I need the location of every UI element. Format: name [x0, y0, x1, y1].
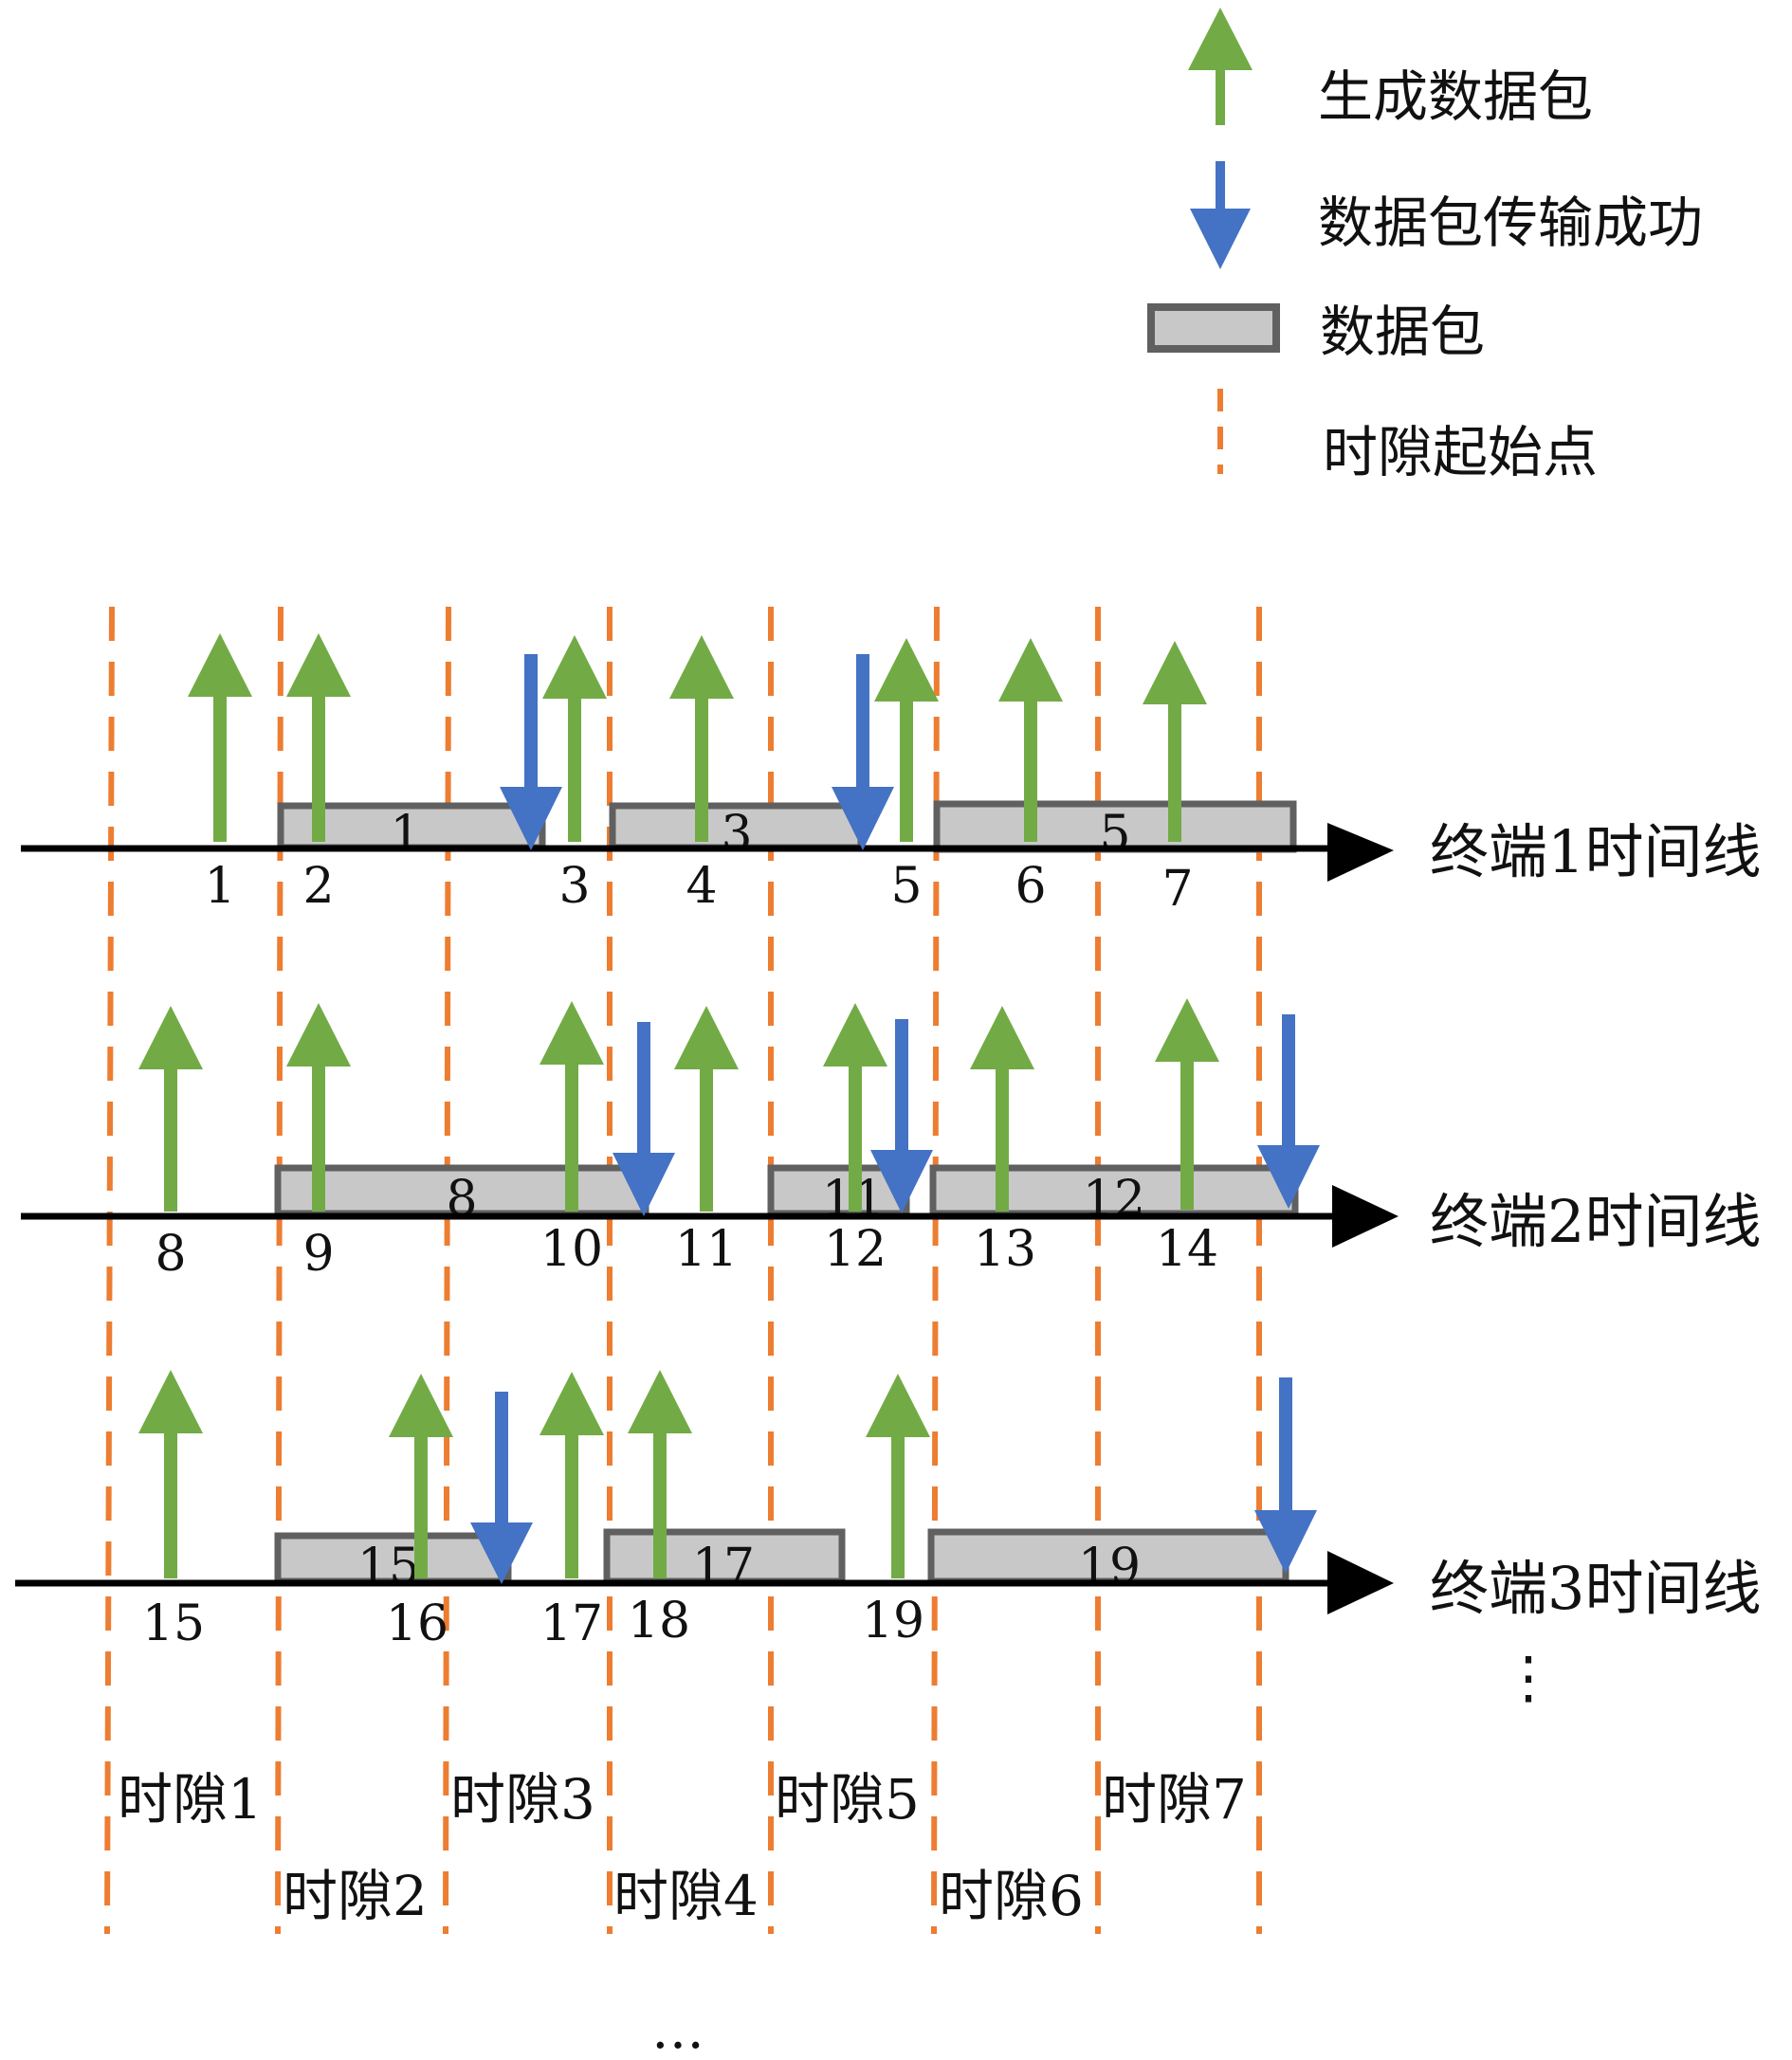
generate-arrow-icon — [138, 1006, 203, 1212]
generate-number: 9 — [302, 1226, 334, 1283]
legend-generate-icon — [1188, 8, 1253, 125]
more-timelines-ellipsis: ⋮ — [1500, 1645, 1557, 1711]
success-arrows-2 — [613, 1014, 1320, 1216]
success-arrow-icon — [1257, 1014, 1320, 1209]
packet-box — [929, 1164, 1299, 1217]
timeline-1-label: 终端1时间线 — [1430, 817, 1761, 886]
gen-arrows-3 — [138, 1370, 930, 1578]
packet-label: 17 — [692, 1539, 755, 1595]
legend-success-label: 数据包传输成功 — [1318, 191, 1703, 255]
success-arrow-icon — [613, 1022, 675, 1216]
generate-number: 4 — [686, 858, 717, 915]
packet-label: 19 — [1078, 1539, 1141, 1595]
success-arrow-icon — [500, 654, 562, 850]
timeline-2-label: 终端2时间线 — [1430, 1187, 1761, 1256]
gen-arrows-2 — [138, 998, 1219, 1212]
packet-box — [274, 1164, 649, 1217]
generate-number: 8 — [155, 1226, 186, 1283]
success-arrows-1 — [500, 654, 894, 850]
timeline-3: 15 17 19 15 16 17 18 19 终端3时间线 — [15, 1370, 1761, 1652]
legend-generate-label: 生成数据包 — [1318, 64, 1593, 129]
axis-3 — [15, 1551, 1394, 1614]
slot-label: 时隙7 — [1102, 1767, 1247, 1832]
legend-packet-icon — [1147, 303, 1280, 353]
generate-arrow-icon — [542, 635, 607, 842]
timeline-2: 8 11 12 8 9 10 11 12 13 — [21, 998, 1761, 1283]
packet-label: 15 — [357, 1539, 420, 1595]
gen-labels-2: 8 9 10 11 12 13 14 — [155, 1221, 1218, 1283]
generate-number: 13 — [974, 1221, 1036, 1278]
gen-arrows-1 — [188, 633, 1207, 842]
generate-arrow-icon — [998, 638, 1063, 842]
slot-label: 时隙3 — [450, 1767, 595, 1832]
generate-number: 3 — [558, 858, 590, 915]
generate-arrow-icon — [539, 1001, 604, 1212]
generate-arrow-icon — [970, 1006, 1034, 1212]
generate-number: 2 — [302, 858, 334, 915]
generate-arrow-icon — [866, 1374, 930, 1578]
gen-labels-3: 15 16 17 18 19 — [142, 1593, 924, 1652]
slot-label: 时隙1 — [118, 1767, 263, 1832]
success-arrow-icon — [470, 1392, 533, 1584]
generate-number: 15 — [142, 1595, 205, 1652]
generate-arrow-icon — [389, 1374, 453, 1578]
legend: 生成数据包 数据包传输成功 数据包 时隙起始点 — [1147, 8, 1703, 484]
slot-label: 时隙2 — [283, 1864, 428, 1928]
generate-arrow-icon — [628, 1370, 692, 1578]
axis-2 — [21, 1185, 1399, 1248]
legend-packet-label: 数据包 — [1320, 300, 1485, 364]
generate-number: 1 — [204, 858, 235, 915]
legend-slot-label: 时隙起始点 — [1323, 420, 1598, 484]
timeline-3-label: 终端3时间线 — [1430, 1554, 1761, 1623]
legend-success-icon — [1190, 161, 1251, 269]
generate-number: 10 — [540, 1221, 603, 1278]
slot-line-1 — [104, 606, 115, 1935]
generate-number: 12 — [824, 1221, 887, 1278]
packets-1: 1 3 5 — [277, 800, 1297, 863]
slot-label: 时隙4 — [613, 1864, 759, 1928]
generate-number: 6 — [1015, 858, 1046, 915]
packet-box — [603, 1528, 846, 1585]
generate-number: 17 — [540, 1595, 603, 1652]
axis-1 — [21, 823, 1394, 882]
generate-arrow-icon — [669, 635, 734, 842]
packet-label: 5 — [1099, 806, 1130, 863]
generate-arrow-icon — [1155, 998, 1219, 1210]
generate-arrow-icon — [823, 1003, 887, 1212]
generate-number: 5 — [890, 858, 922, 915]
generate-arrow-icon — [539, 1372, 604, 1578]
generate-arrow-icon — [138, 1370, 203, 1578]
generate-arrow-icon — [674, 1006, 739, 1212]
generate-number: 7 — [1161, 861, 1193, 918]
generate-number: 16 — [386, 1595, 448, 1652]
generate-arrow-icon — [874, 638, 939, 842]
success-arrow-icon — [870, 1019, 933, 1213]
generate-number: 11 — [675, 1221, 738, 1278]
success-arrow-icon — [832, 654, 894, 850]
packet-label: 3 — [721, 806, 752, 863]
generate-arrow-icon — [286, 633, 351, 842]
generate-arrow-icon — [286, 1003, 351, 1212]
slot-label: 时隙6 — [939, 1864, 1084, 1928]
slot-label: 时隙5 — [775, 1767, 920, 1832]
success-arrows-3 — [470, 1377, 1317, 1584]
slot-labels: 时隙1 时隙2 时隙3 时隙4 时隙5 时隙6 时隙7 — [118, 1767, 1247, 1928]
more-slots-ellipsis: … — [651, 1999, 704, 2060]
generate-arrow-icon — [1143, 641, 1207, 842]
generate-arrow-icon — [188, 633, 252, 842]
generate-number: 19 — [862, 1593, 924, 1650]
generate-number: 14 — [1156, 1221, 1218, 1278]
packet-label: 1 — [390, 806, 421, 863]
generate-number: 18 — [628, 1593, 690, 1650]
success-arrow-icon — [1254, 1377, 1317, 1574]
gen-labels-1: 1 2 3 4 5 6 7 — [204, 858, 1193, 918]
timeline-1: 1 3 5 1 2 3 4 5 6 7 — [21, 633, 1761, 918]
